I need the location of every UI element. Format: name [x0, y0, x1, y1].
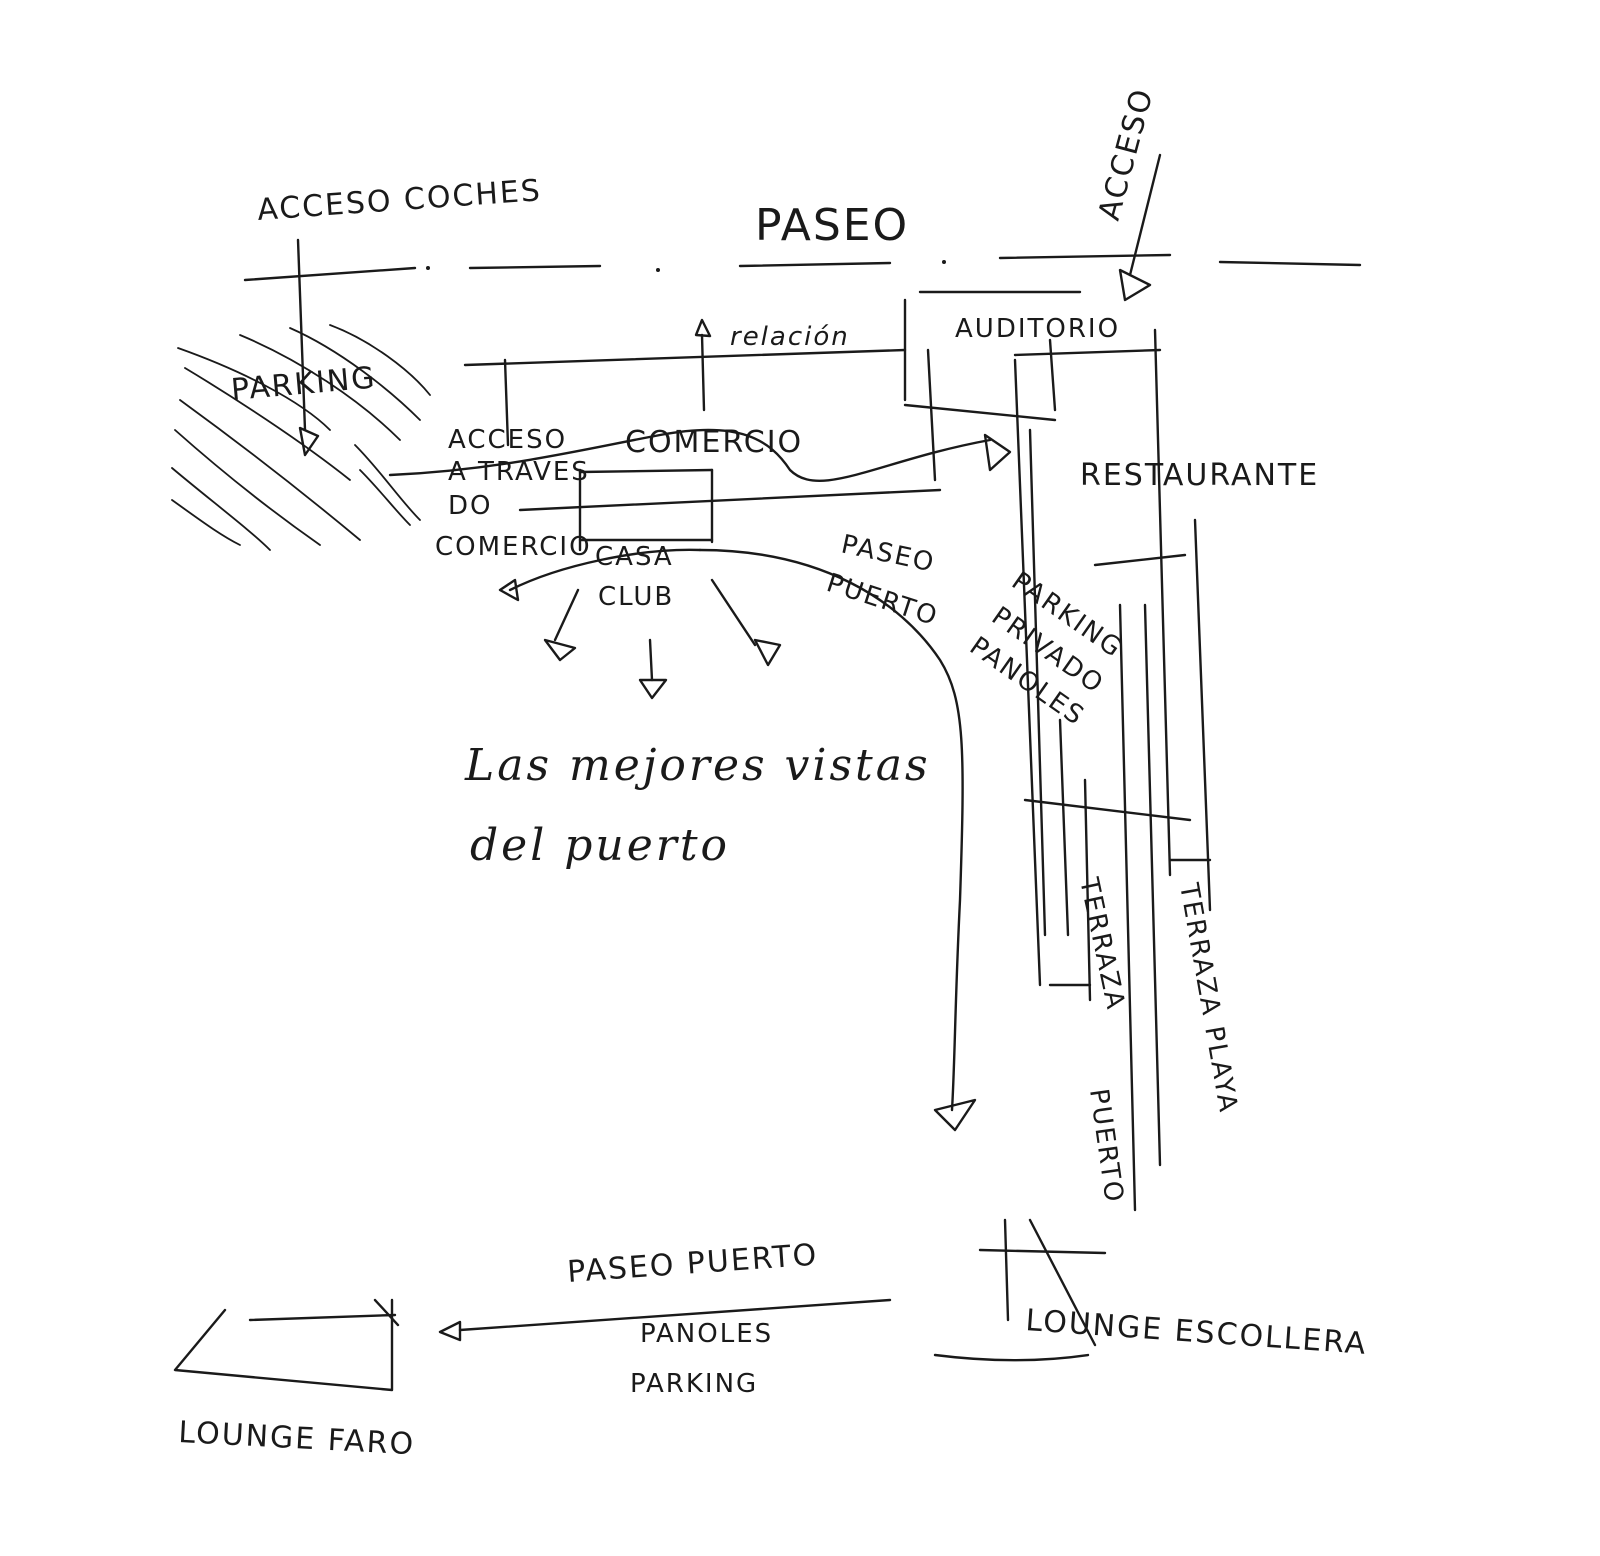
lounge-escollera-lines	[933, 1218, 1107, 1362]
relacion-arrow	[694, 318, 712, 412]
comercio-block	[388, 298, 1012, 552]
acceso-coches-arrow	[296, 238, 320, 457]
paseo-road-line	[243, 253, 1362, 282]
vertical-strips	[1013, 328, 1212, 1212]
label-terraza-puerto-2: PUERTO	[1083, 1087, 1129, 1206]
label-casa-club-1: CASA	[595, 542, 674, 572]
paseo-puerto-curve	[698, 548, 977, 1132]
label-mejores-vistas-2: del puerto	[470, 820, 730, 871]
acceso-top-arrow	[1118, 153, 1162, 302]
label-terraza-puerto-1: TERRAZA	[1073, 874, 1131, 1013]
label-terraza-playa: TERRAZA PLAYA	[1173, 880, 1243, 1116]
label-acceso-coches: ACCESO COCHES	[256, 173, 543, 228]
label-lounge-escollera: LOUNGE ESCOLLERA	[1024, 1303, 1368, 1362]
label-paseo-puerto-2: PUERTO	[823, 568, 942, 632]
auditorio-block	[903, 290, 1162, 482]
label-acceso-top: ACCESO	[1092, 84, 1161, 224]
label-lounge-faro: LOUNGE FARO	[178, 1415, 416, 1462]
label-acceso-a-traves-4: COMERCIO	[435, 532, 592, 562]
label-paseo-puerto-1: PASEO	[839, 530, 938, 579]
label-acceso-a-traves-2: A TRAVES	[448, 457, 590, 487]
label-auditorio: AUDITORIO	[955, 314, 1120, 344]
label-paseo-puerto-bottom: PASEO PUERTO	[566, 1238, 819, 1290]
label-casa-club-2: CLUB	[598, 582, 674, 612]
label-comercio: COMERCIO	[625, 425, 803, 460]
label-restaurante: RESTAURANTE	[1080, 458, 1319, 493]
casa-club-arrows	[498, 548, 782, 700]
label-acceso-a-traves-1: ACCESO	[448, 425, 567, 455]
lounge-faro-shape	[173, 1298, 400, 1392]
label-parking-bottom: PARKING	[630, 1369, 758, 1399]
label-relacion: relación	[730, 322, 850, 352]
label-paseo: PASEO	[755, 200, 909, 251]
parking-hatch	[171, 324, 431, 551]
label-acceso-a-traves-3: DO	[448, 491, 493, 521]
label-panoles: PANOLES	[640, 1319, 773, 1349]
paseo-puerto-bottom-arrow	[438, 1298, 892, 1342]
label-mejores-vistas-1: Las mejores vistas	[464, 740, 931, 791]
